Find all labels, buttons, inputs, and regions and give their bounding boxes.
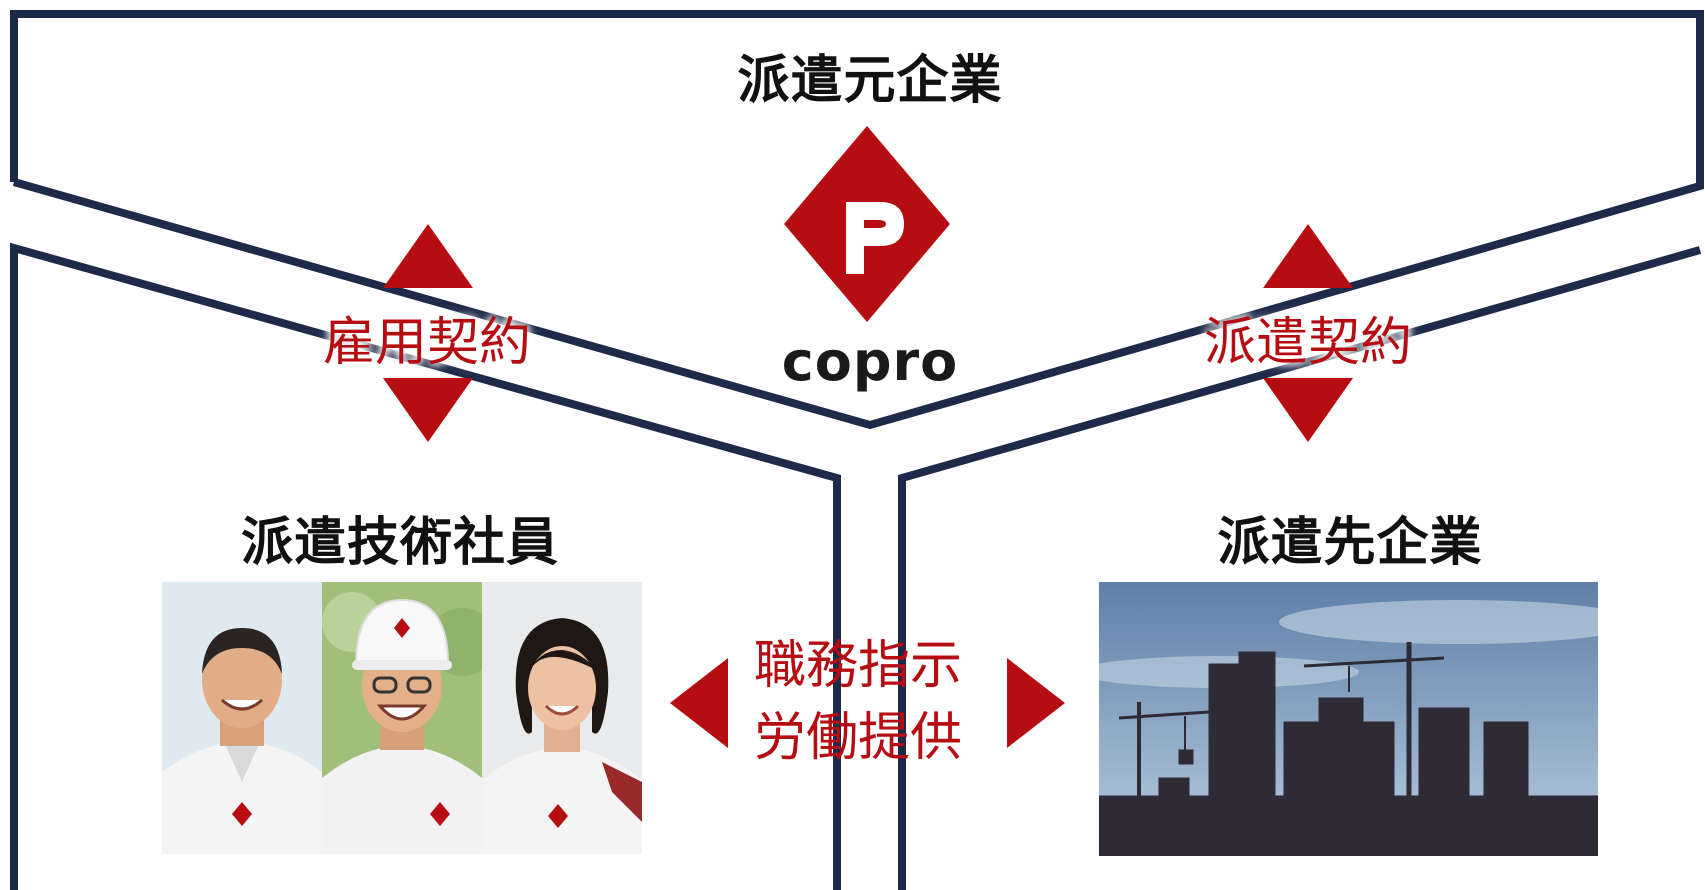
duty-instruction-text: 職務指示 [753,636,962,696]
staff-photo-1 [162,582,322,854]
client-company-title: 派遣先企業 [1217,513,1483,573]
dispatch-contract-label: 派遣契約 [1203,313,1412,373]
duty-exchange-label: 職務指示 労働提供 [718,630,998,774]
copro-logo-icon [784,126,950,322]
dispatched-staff-title: 派遣技術社員 [240,513,559,573]
duty-exchange-arrow-icon [670,658,1065,748]
employment-contract-arrow-icon [383,224,473,442]
staff-photo-2 [322,582,482,854]
staff-photo-3 [482,582,642,854]
dispatch-source-title: 派遣元企業 [737,51,1003,111]
dispatch-contract-arrow-icon [1263,224,1353,442]
labor-provision-text: 労働提供 [753,708,962,768]
construction-site-image [1099,582,1598,856]
employment-contract-label: 雇用契約 [322,313,531,373]
copro-logo-text: copro [781,330,959,393]
